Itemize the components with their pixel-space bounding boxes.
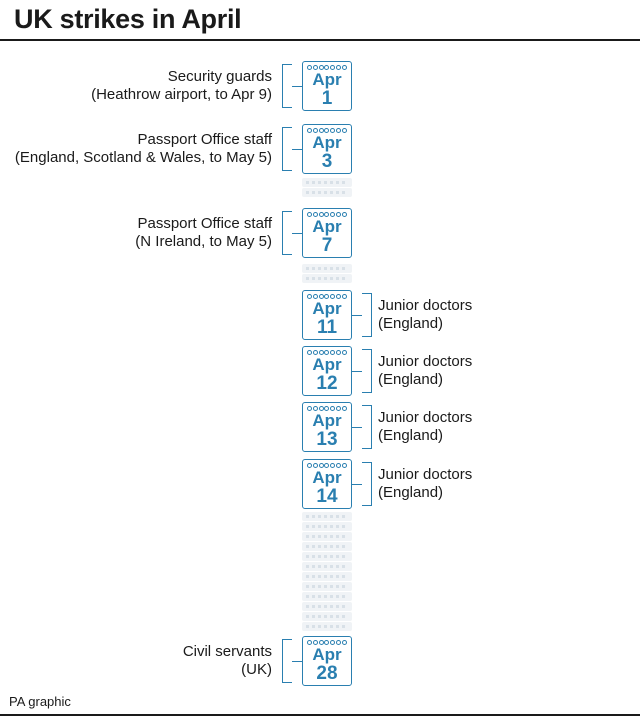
label-connector — [352, 371, 362, 372]
calendar-day: 13 — [316, 429, 338, 450]
calendar-month: Apr — [312, 70, 342, 89]
calendar-rings — [307, 293, 347, 299]
calendar-month: Apr — [312, 411, 342, 430]
non-strike-day-marker — [302, 622, 352, 631]
non-strike-day-marker — [302, 612, 352, 621]
non-strike-day-marker — [302, 274, 352, 283]
non-strike-day-marker — [302, 188, 352, 197]
calendar-month: Apr — [312, 355, 342, 374]
strike-label-line: Passport Office staff — [137, 131, 272, 148]
non-strike-day-marker — [302, 572, 352, 581]
strike-label: Junior doctors(England) — [378, 409, 472, 445]
strike-label-line: (England) — [378, 484, 444, 501]
strike-label-line: Junior doctors — [378, 466, 473, 483]
calendar-rings — [307, 211, 347, 217]
calendar-day: 14 — [316, 486, 338, 507]
label-bracket — [362, 462, 372, 506]
strike-label-line: (England) — [378, 427, 444, 444]
label-bracket — [362, 349, 372, 393]
calendar-rings — [307, 127, 347, 133]
strike-label-line: Junior doctors — [378, 297, 473, 314]
label-connector — [292, 661, 302, 662]
label-connector — [292, 86, 302, 87]
strike-label: Civil servants(UK) — [183, 643, 272, 679]
calendar-month: Apr — [312, 217, 342, 236]
strike-label-line: Junior doctors — [378, 409, 473, 426]
page-title: UK strikes in April — [14, 4, 242, 34]
non-strike-day-marker — [302, 592, 352, 601]
calendar-month: Apr — [312, 299, 342, 318]
label-connector — [352, 315, 362, 316]
strike-label-line: (England, Scotland & Wales, to May 5) — [14, 149, 272, 166]
calendar-month: Apr — [312, 468, 342, 487]
strike-label: Passport Office staff(N Ireland, to May … — [135, 215, 272, 251]
label-bracket — [282, 127, 292, 171]
non-strike-day-marker — [302, 602, 352, 611]
strike-label-line: Passport Office staff — [137, 215, 272, 232]
non-strike-day-marker — [302, 562, 352, 571]
label-bracket — [362, 293, 372, 337]
non-strike-day-marker — [302, 264, 352, 273]
title-divider — [0, 39, 640, 41]
label-bracket — [362, 405, 372, 449]
strike-label-line: (England) — [378, 315, 444, 332]
label-bracket — [282, 639, 292, 683]
label-connector — [352, 484, 362, 485]
label-connector — [292, 233, 302, 234]
calendar-rings — [307, 462, 347, 468]
strike-label-line: Junior doctors — [378, 353, 473, 370]
strike-label: Security guards(Heathrow airport, to Apr… — [91, 68, 272, 104]
strike-label: Passport Office staff(England, Scotland … — [15, 131, 272, 167]
calendar-day: 12 — [316, 373, 338, 394]
non-strike-day-marker — [302, 178, 352, 187]
strike-label-line: (Heathrow airport, to Apr 9) — [91, 86, 272, 103]
calendar-day: 7 — [321, 235, 333, 256]
strike-label: Junior doctors(England) — [378, 466, 472, 502]
non-strike-day-marker — [302, 542, 352, 551]
calendar-day: 3 — [321, 151, 333, 172]
calendar-rings — [307, 405, 347, 411]
strike-label-line: (N Ireland, to May 5) — [135, 233, 272, 250]
footer-divider — [0, 714, 640, 716]
non-strike-day-marker — [302, 582, 352, 591]
strike-label-line: Security guards — [167, 68, 272, 85]
calendar-month: Apr — [312, 133, 342, 152]
calendar-rings — [307, 349, 347, 355]
non-strike-day-marker — [302, 522, 352, 531]
calendar-month: Apr — [312, 645, 342, 664]
label-connector — [292, 149, 302, 150]
strike-label-line: (UK) — [241, 661, 272, 678]
credit-text: PA graphic — [9, 694, 71, 709]
label-bracket — [282, 211, 292, 255]
non-strike-day-marker — [302, 532, 352, 541]
non-strike-day-marker — [302, 552, 352, 561]
calendar-day: 11 — [316, 317, 338, 338]
calendar-day: 28 — [316, 663, 338, 684]
strike-label: Junior doctors(England) — [378, 353, 472, 389]
strike-label-line: (England) — [378, 371, 444, 388]
calendar-rings — [307, 639, 347, 645]
non-strike-day-marker — [302, 512, 352, 521]
label-connector — [352, 427, 362, 428]
strike-label-line: Civil servants — [182, 643, 272, 660]
label-bracket — [282, 64, 292, 108]
strike-label: Junior doctors(England) — [378, 297, 472, 333]
calendar-rings — [307, 64, 347, 70]
calendar-day: 1 — [321, 88, 333, 109]
